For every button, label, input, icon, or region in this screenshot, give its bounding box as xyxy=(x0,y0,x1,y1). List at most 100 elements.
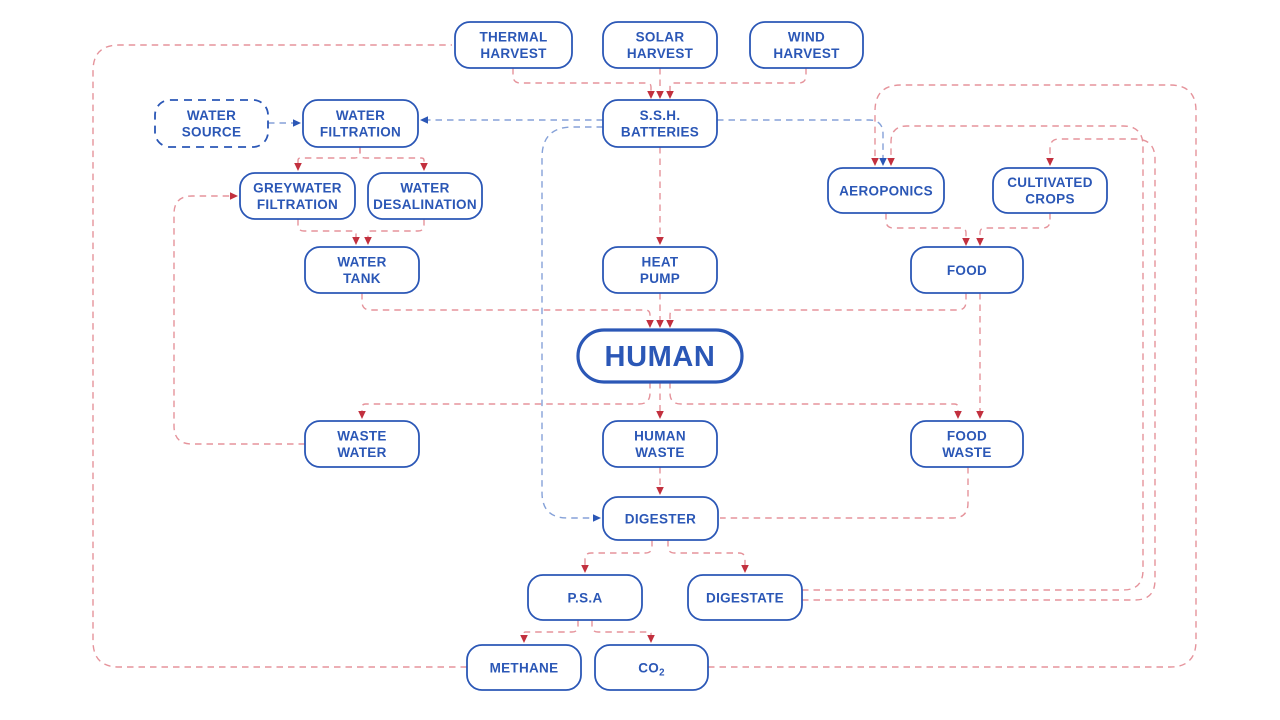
arrowhead-wind-to-batteries xyxy=(666,91,674,99)
node-box-water-tank xyxy=(304,246,420,294)
node-box-human xyxy=(576,328,744,384)
edge-food-to-human xyxy=(669,293,967,320)
node-label-co2: CO2 xyxy=(638,660,665,678)
arrowhead-filtration-to-greywater xyxy=(294,163,302,171)
arrowhead-food-to-food-waste xyxy=(976,411,984,419)
node-label-digestate: DIGESTATE xyxy=(706,590,784,605)
node-food: FOOD xyxy=(910,246,1024,294)
node-box-aeroponics xyxy=(827,167,945,214)
arrowhead-digester-to-psa xyxy=(581,565,589,573)
node-psa: P.S.A xyxy=(527,574,643,621)
arrowhead-filtration-to-desalination xyxy=(420,163,428,171)
node-box-greywater-filtration xyxy=(239,172,356,220)
arrowhead-batteries-to-aeroponics xyxy=(879,158,887,166)
node-label-digester: DIGESTER xyxy=(625,511,696,526)
arrowhead-human-to-waste-water xyxy=(358,411,366,419)
node-box-wind-harvest xyxy=(749,21,864,69)
arrowhead-digestate-to-crops xyxy=(1046,158,1054,166)
arrowhead-aeroponics-to-food xyxy=(962,238,970,246)
node-box-co2 xyxy=(594,644,709,691)
arrowhead-digestate-to-aeroponics xyxy=(887,158,895,166)
arrowhead-solar-to-batteries xyxy=(656,91,664,99)
arrowhead-psa-to-co2 xyxy=(647,635,655,643)
edge-waste-water-to-greywater xyxy=(173,195,305,445)
arrowhead-heat-pump-to-human xyxy=(656,320,664,328)
edge-psa-to-co2 xyxy=(591,620,652,635)
edge-greywater-to-tank xyxy=(297,219,357,237)
node-co2: CO2 xyxy=(594,644,709,691)
node-label-human: HUMAN xyxy=(605,341,716,373)
edge-filtration-to-greywater xyxy=(297,147,361,163)
arrowhead-co2-to-aeroponics xyxy=(871,158,879,166)
edge-digestate-to-crops xyxy=(802,138,1156,601)
node-box-water-source xyxy=(154,99,269,148)
node-box-water-desalination xyxy=(367,172,483,220)
arrowhead-food-to-human xyxy=(666,320,674,328)
edge-methane-to-thermal-harvest xyxy=(92,44,467,668)
node-box-psa xyxy=(527,574,643,621)
arrowhead-batteries-to-heat-pump xyxy=(656,237,664,245)
node-methane: METHANE xyxy=(466,644,582,691)
edge-digester-to-psa xyxy=(584,540,653,565)
node-box-digestate xyxy=(687,574,803,621)
node-label-food: FOOD xyxy=(947,263,987,278)
arrowhead-waste-water-to-greywater xyxy=(230,192,238,200)
node-box-thermal-harvest xyxy=(454,21,573,69)
node-box-human-waste xyxy=(602,420,718,468)
node-box-heat-pump xyxy=(602,246,718,294)
node-digester: DIGESTER xyxy=(602,496,719,541)
node-box-food xyxy=(910,246,1024,294)
node-box-food-waste xyxy=(910,420,1024,468)
arrowhead-psa-to-methane xyxy=(520,635,528,643)
arrowhead-human-to-food-waste xyxy=(954,411,962,419)
node-box-solar-harvest xyxy=(602,21,718,69)
node-box-waste-water xyxy=(304,420,420,468)
edge-human-to-food-waste xyxy=(669,382,959,411)
arrowhead-desalination-to-tank xyxy=(364,237,372,245)
node-label-aeroponics: AEROPONICS xyxy=(839,183,933,198)
node-box-methane xyxy=(466,644,582,691)
edge-digester-to-digestate xyxy=(667,540,746,565)
edge-batteries-to-digester xyxy=(541,126,603,519)
edge-psa-to-methane xyxy=(523,620,579,635)
edge-tank-to-human xyxy=(361,293,651,320)
arrowhead-greywater-to-tank xyxy=(352,237,360,245)
arrowhead-source-to-filtration xyxy=(293,119,301,127)
node-label-methane: METHANE xyxy=(490,660,559,675)
node-box-ssh-batteries xyxy=(602,99,718,148)
node-box-cultivated-crops xyxy=(992,167,1108,214)
node-box-digester xyxy=(602,496,719,541)
node-digestate: DIGESTATE xyxy=(687,574,803,621)
node-ssh-batteries: S.S.H.BATTERIES xyxy=(602,99,718,148)
edge-filtration-to-desalination xyxy=(359,147,425,163)
arrowhead-crops-to-food xyxy=(976,238,984,246)
node-human: HUMAN xyxy=(576,328,744,384)
arrowhead-batteries-to-filtration xyxy=(420,116,428,124)
node-aeroponics: AEROPONICS xyxy=(827,167,945,214)
node-label-ssh-batteries: S.S.H.BATTERIES xyxy=(621,108,699,140)
arrowhead-human-waste-to-digester xyxy=(656,487,664,495)
